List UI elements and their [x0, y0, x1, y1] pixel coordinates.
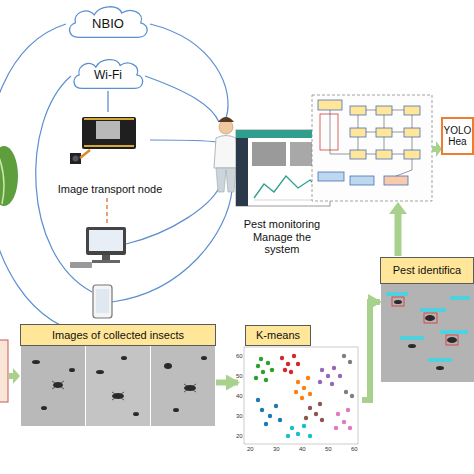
axis-tick: 60 — [236, 353, 243, 360]
network-link — [112, 190, 232, 302]
flow-connector — [216, 380, 238, 386]
leaf-photo — [0, 146, 18, 206]
detection-tags — [386, 292, 470, 362]
person-hair — [218, 117, 234, 122]
person-legs — [216, 168, 236, 192]
axis-tick: 40 — [236, 393, 243, 400]
cluster-panel: K-means — [238, 325, 362, 451]
node-text: K-means — [256, 329, 300, 342]
cloud-node: NBIO — [65, 4, 151, 40]
node-text: Images of collected insects — [52, 329, 184, 342]
axis-tick: 20 — [247, 446, 254, 453]
dashboard-node: Pest monitoring Manage the system — [232, 128, 332, 256]
computer-icon — [86, 227, 126, 255]
camera-icon — [70, 153, 81, 164]
board-icon — [82, 117, 136, 149]
network-link — [126, 188, 219, 244]
flow-arrow — [395, 212, 402, 256]
network-link — [150, 140, 216, 142]
node-text: Image transport node — [58, 183, 163, 196]
cloud-shape — [74, 60, 143, 89]
network-block — [320, 114, 338, 150]
leaf-vein — [0, 150, 4, 204]
insect-photo — [21, 346, 85, 426]
cloud-node: Wi-Fi — [70, 57, 146, 91]
axis-tick: 20 — [236, 433, 243, 440]
flow-arrowhead — [389, 202, 407, 214]
phone-screen — [96, 289, 109, 313]
network-wires — [330, 110, 412, 176]
panel-header: Images of collected insects — [20, 324, 216, 346]
board-pins — [84, 118, 134, 147]
dashboard-sidebar — [236, 138, 248, 206]
insect-legs — [52, 381, 196, 400]
panel-header: K-means — [245, 325, 311, 346]
dashed-link — [106, 198, 107, 226]
axis-tick: 30 — [236, 413, 243, 420]
node-text: Pest identifica — [393, 264, 461, 277]
result-panel: Pest identifica — [380, 257, 474, 383]
model-box: YOLO Hea — [441, 117, 474, 155]
axis-tick: 60 — [351, 446, 358, 453]
phone-icon — [93, 285, 112, 318]
insect-photo — [86, 346, 150, 426]
camera-lens — [73, 156, 79, 162]
cloud-shape — [70, 7, 148, 38]
node-text: YOLO Hea — [443, 125, 472, 148]
detection-boxes — [392, 297, 458, 345]
computer-base — [92, 260, 120, 263]
node-text: Wi-Fi — [94, 69, 122, 83]
axis-tick: 40 — [299, 446, 306, 453]
insect-photo — [151, 346, 215, 426]
network-link — [145, 76, 219, 122]
laptop-icon — [70, 262, 92, 268]
panel-header: Pest identifica — [380, 257, 474, 284]
network-link — [150, 24, 228, 118]
insect-marks — [394, 300, 457, 370]
image-panel: Images of collected insects — [20, 324, 216, 428]
person-body — [214, 136, 238, 169]
scatter-frame — [244, 347, 358, 444]
board-chip — [96, 121, 120, 139]
node-text: NBIO — [92, 17, 124, 32]
axis-tick: 50 — [236, 373, 243, 380]
camera-ribbon — [80, 150, 90, 158]
flow-connector — [362, 302, 380, 400]
device-node: Image transport node — [45, 112, 175, 196]
input-box — [0, 340, 8, 402]
dashboard-image — [252, 142, 286, 166]
computer-screen — [89, 230, 123, 251]
identification-photo — [381, 284, 474, 382]
network-blocks — [318, 100, 420, 185]
flow-arrowhead — [13, 368, 20, 384]
network-figure — [312, 95, 432, 201]
computer-stand — [102, 255, 110, 260]
scatter-points — [254, 354, 354, 438]
flow-connector — [107, 91, 108, 112]
node-text: Pest monitoring Manage the system — [239, 218, 325, 256]
insect-marks — [32, 356, 207, 416]
person-head — [219, 120, 233, 134]
axis-tick: 30 — [273, 446, 280, 453]
axis-tick: 50 — [325, 446, 332, 453]
